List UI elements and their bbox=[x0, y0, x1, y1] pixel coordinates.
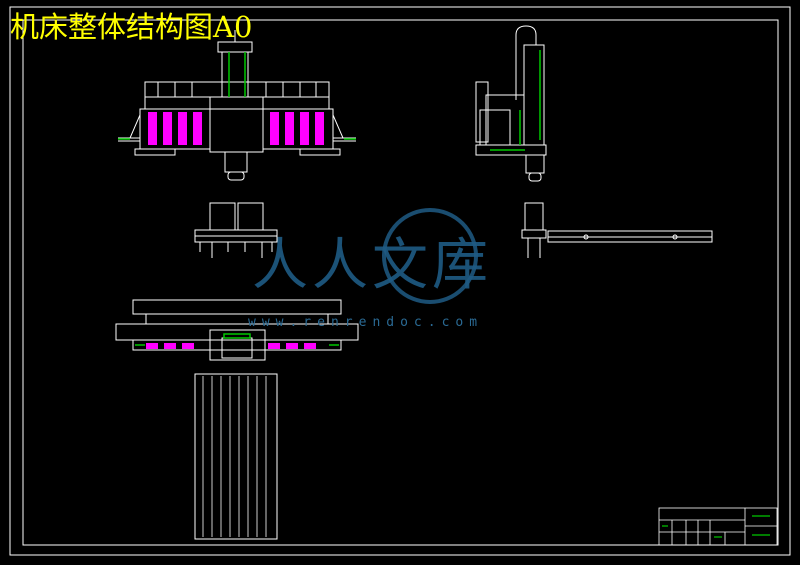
watermark-brand: 人人文库 bbox=[252, 233, 492, 298]
watermark-url: www.renrendoc.com bbox=[248, 315, 484, 330]
front-view-guideways bbox=[148, 112, 324, 145]
side-view bbox=[475, 25, 547, 182]
title-block bbox=[658, 507, 778, 546]
inner-border bbox=[22, 19, 779, 546]
top-view-green bbox=[135, 333, 339, 346]
drawing-title: 机床整体结构图A0 bbox=[10, 10, 253, 44]
front-view-green bbox=[118, 52, 356, 140]
middle-left-view bbox=[194, 202, 278, 258]
top-view-table-slots bbox=[202, 376, 267, 537]
title-block-green bbox=[662, 515, 770, 538]
front-view bbox=[118, 30, 356, 181]
top-view bbox=[115, 299, 359, 540]
side-view-green bbox=[490, 50, 541, 151]
watermark-circle bbox=[382, 208, 478, 304]
middle-right-view bbox=[521, 202, 713, 258]
top-view-guideways bbox=[146, 343, 316, 349]
outer-border bbox=[9, 6, 791, 556]
